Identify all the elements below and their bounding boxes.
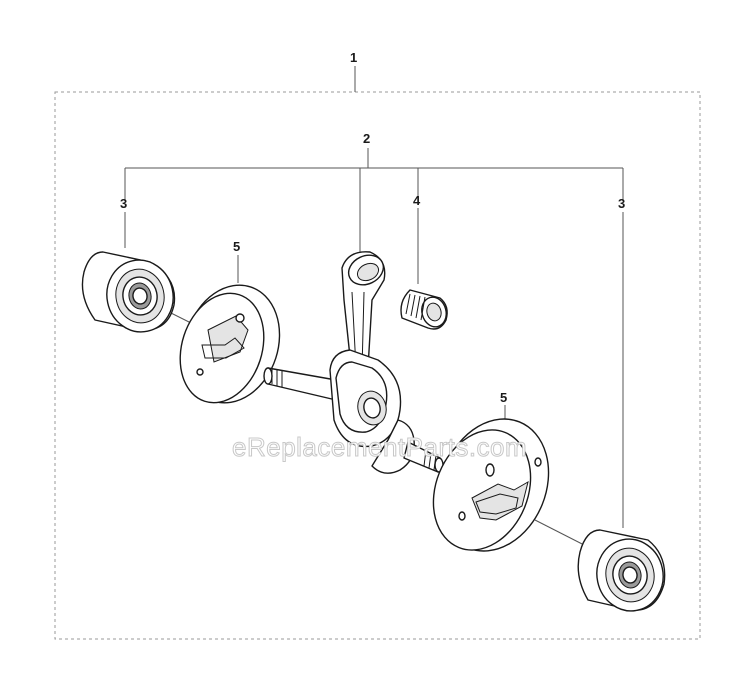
callout-crankshaft: 2 <box>363 131 370 146</box>
crankshaft-web <box>329 349 415 474</box>
ball-bearing-left <box>81 251 176 333</box>
callout-flywheel-right: 5 <box>500 390 507 405</box>
connecting-rod <box>341 251 386 377</box>
crankshaft-left-stub <box>263 367 337 401</box>
callout-bearing-left: 3 <box>120 196 127 211</box>
needle-bearing <box>400 289 448 330</box>
assembly-frame <box>54 91 701 640</box>
ball-bearing-right <box>577 529 666 612</box>
callout-needle-bearing: 4 <box>413 193 421 208</box>
callout-assembly: 1 <box>350 50 357 65</box>
watermark: eReplacementParts.com <box>232 432 527 462</box>
flywheel-left <box>179 284 281 404</box>
flywheel-right <box>432 418 550 552</box>
callout-flywheel-left: 5 <box>233 239 240 254</box>
callout-bearing-right: 3 <box>618 196 625 211</box>
